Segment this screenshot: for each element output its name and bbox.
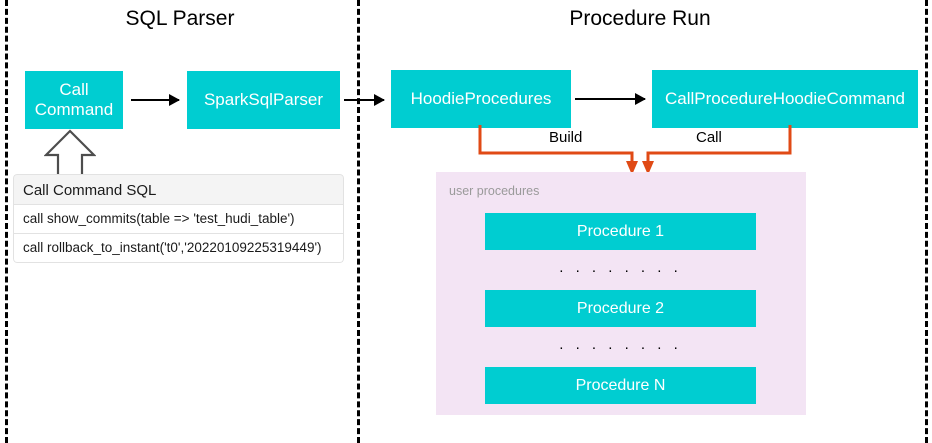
edge-label-call: Call	[692, 129, 726, 146]
arrow-hoodie-procedures-to-call-procedure-hoodie-command	[575, 93, 646, 105]
divider-middle	[357, 0, 360, 443]
sql-table-row: call show_commits(table => 'test_hudi_ta…	[13, 205, 344, 234]
node-hoodie-procedures[interactable]: HoodieProcedures	[391, 70, 571, 128]
procedure-ellipsis: . . . . . . . .	[559, 259, 682, 276]
hollow-up-arrow-icon	[44, 129, 96, 177]
section-title-sql-parser: SQL Parser	[125, 7, 235, 30]
node-call-command-line2: Command	[34, 100, 114, 119]
node-call-procedure-hoodie-command[interactable]: CallProcedureHoodieCommand	[652, 70, 918, 128]
sql-table-header: Call Command SQL	[13, 174, 344, 205]
build-call-connectors	[478, 125, 792, 175]
user-procedures-panel: user procedures Procedure 1 . . . . . . …	[436, 172, 806, 415]
procedure-item[interactable]: Procedure 1	[485, 213, 756, 250]
call-command-sql-table: Call Command SQL call show_commits(table…	[13, 174, 344, 263]
section-title-procedure-run: Procedure Run	[569, 7, 711, 30]
node-call-command[interactable]: Call Command	[25, 71, 123, 129]
procedure-item[interactable]: Procedure N	[485, 367, 756, 404]
arrow-spark-sql-parser-to-hoodie-procedures	[344, 94, 385, 106]
procedure-item[interactable]: Procedure 2	[485, 290, 756, 327]
node-call-command-line1: Call	[59, 80, 89, 100]
divider-right	[925, 0, 928, 443]
edge-label-build: Build	[545, 129, 587, 146]
user-procedures-label: user procedures	[449, 184, 540, 198]
procedure-ellipsis: . . . . . . . .	[559, 336, 682, 353]
node-spark-sql-parser[interactable]: SparkSqlParser	[187, 71, 340, 129]
sql-table-row: call rollback_to_instant('t0','202201092…	[13, 234, 344, 263]
arrow-call-command-to-spark-sql-parser	[131, 94, 180, 106]
divider-left	[5, 0, 8, 443]
